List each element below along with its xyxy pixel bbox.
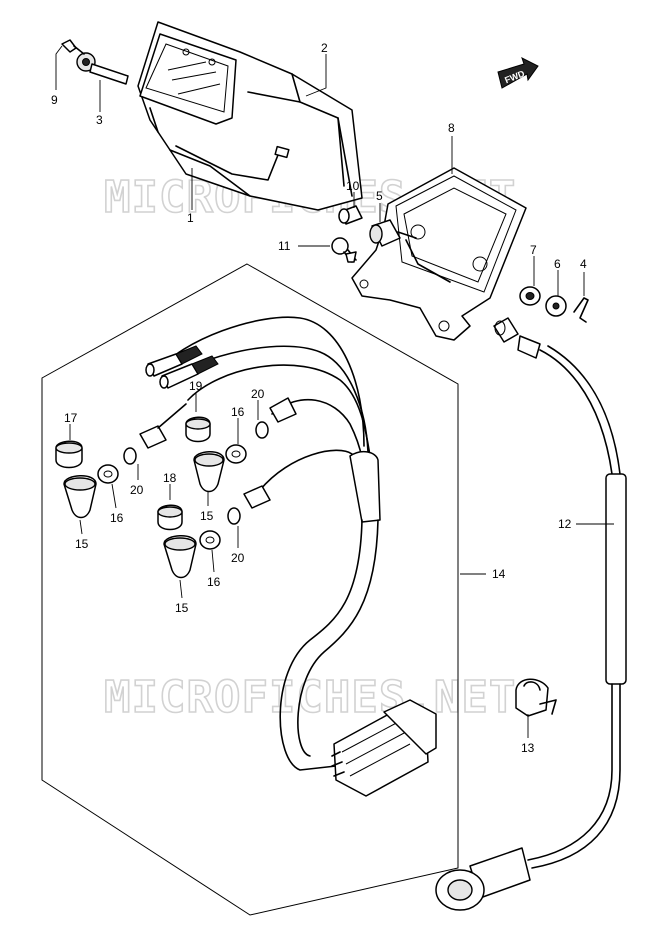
pin-4 [573, 297, 589, 323]
callout-16-left: 16 [110, 511, 124, 525]
callout-1: 1 [187, 211, 194, 225]
callout-20-left: 20 [130, 483, 144, 497]
callout-19: 19 [189, 379, 203, 393]
callout-16-upper: 16 [231, 405, 245, 419]
callout-15-middle: 15 [200, 509, 214, 523]
screw-11 [331, 237, 357, 263]
callout-20-bottom: 20 [231, 551, 245, 565]
bulb-and-socket [338, 205, 417, 247]
meter-assembly [137, 21, 363, 211]
speedometer-cable [435, 317, 627, 911]
callout-8: 8 [448, 121, 455, 135]
screw-and-shaft [61, 39, 129, 85]
callout-12: 12 [558, 517, 572, 531]
callout-13: 13 [521, 741, 535, 755]
harness-kit-outline [41, 263, 459, 916]
callouts: 1 2 3 4 5 6 7 8 9 10 11 12 13 14 15 15 1… [51, 41, 587, 755]
callout-5: 5 [376, 189, 383, 203]
socket-bulb-cluster [55, 397, 297, 579]
fwd-direction-arrow: FWD [497, 57, 539, 89]
callout-18: 18 [163, 471, 177, 485]
watermark-bottom: MICROFICHES.NET [104, 672, 516, 723]
leader-lines [55, 45, 614, 738]
washer-6 [545, 295, 567, 317]
callout-17: 17 [64, 411, 78, 425]
callout-15-bottom: 15 [175, 601, 189, 615]
meter-bracket [351, 167, 527, 341]
callout-2: 2 [321, 41, 328, 55]
callout-20-upper: 20 [251, 387, 265, 401]
wiring-harness [145, 316, 437, 797]
callout-6: 6 [554, 257, 561, 271]
callout-15-left: 15 [75, 537, 89, 551]
callout-3: 3 [96, 113, 103, 127]
callout-10: 10 [346, 179, 360, 193]
grommet-7 [519, 286, 541, 306]
callout-16-bottom: 16 [207, 575, 221, 589]
callout-4: 4 [580, 257, 587, 271]
callout-11: 11 [278, 239, 291, 253]
callout-7: 7 [530, 243, 537, 257]
callout-9: 9 [51, 93, 58, 107]
callout-14: 14 [492, 567, 506, 581]
clamp-13 [515, 678, 557, 717]
